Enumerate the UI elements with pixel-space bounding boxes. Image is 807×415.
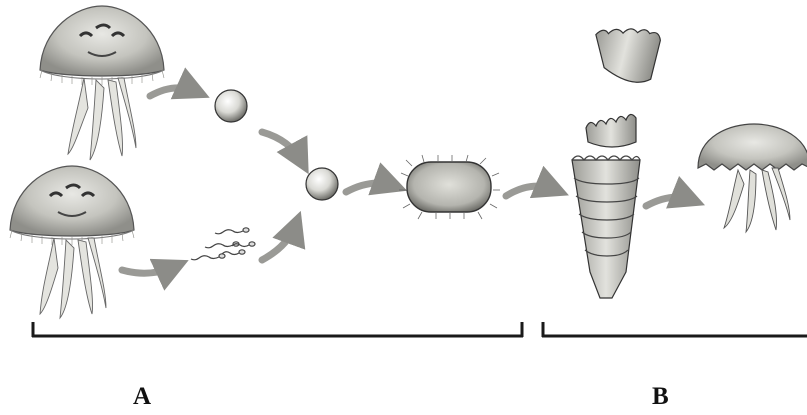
bracket-b (542, 322, 807, 337)
bracket-a (32, 322, 523, 337)
arrow-icon (262, 224, 296, 260)
arrow-icon (646, 197, 692, 206)
sperm-icon (191, 228, 255, 260)
section-label-b: B (652, 384, 669, 409)
ephyra-icon (587, 19, 662, 86)
arrow-icon (262, 132, 302, 162)
ephyra-icon (586, 114, 636, 147)
egg-icon (215, 90, 247, 122)
jellyfish-icon (40, 6, 164, 160)
arrow-icon (506, 186, 556, 196)
arrow-icon (122, 266, 176, 273)
arrow-icon (150, 88, 197, 96)
jellyfish-icon (698, 124, 807, 232)
zygote-icon (306, 168, 338, 200)
jellyfish-icon (10, 166, 134, 318)
planula-icon (399, 155, 500, 219)
strobila-icon (572, 19, 662, 298)
section-label-a: A (133, 384, 151, 409)
arrow-icon (346, 183, 394, 192)
